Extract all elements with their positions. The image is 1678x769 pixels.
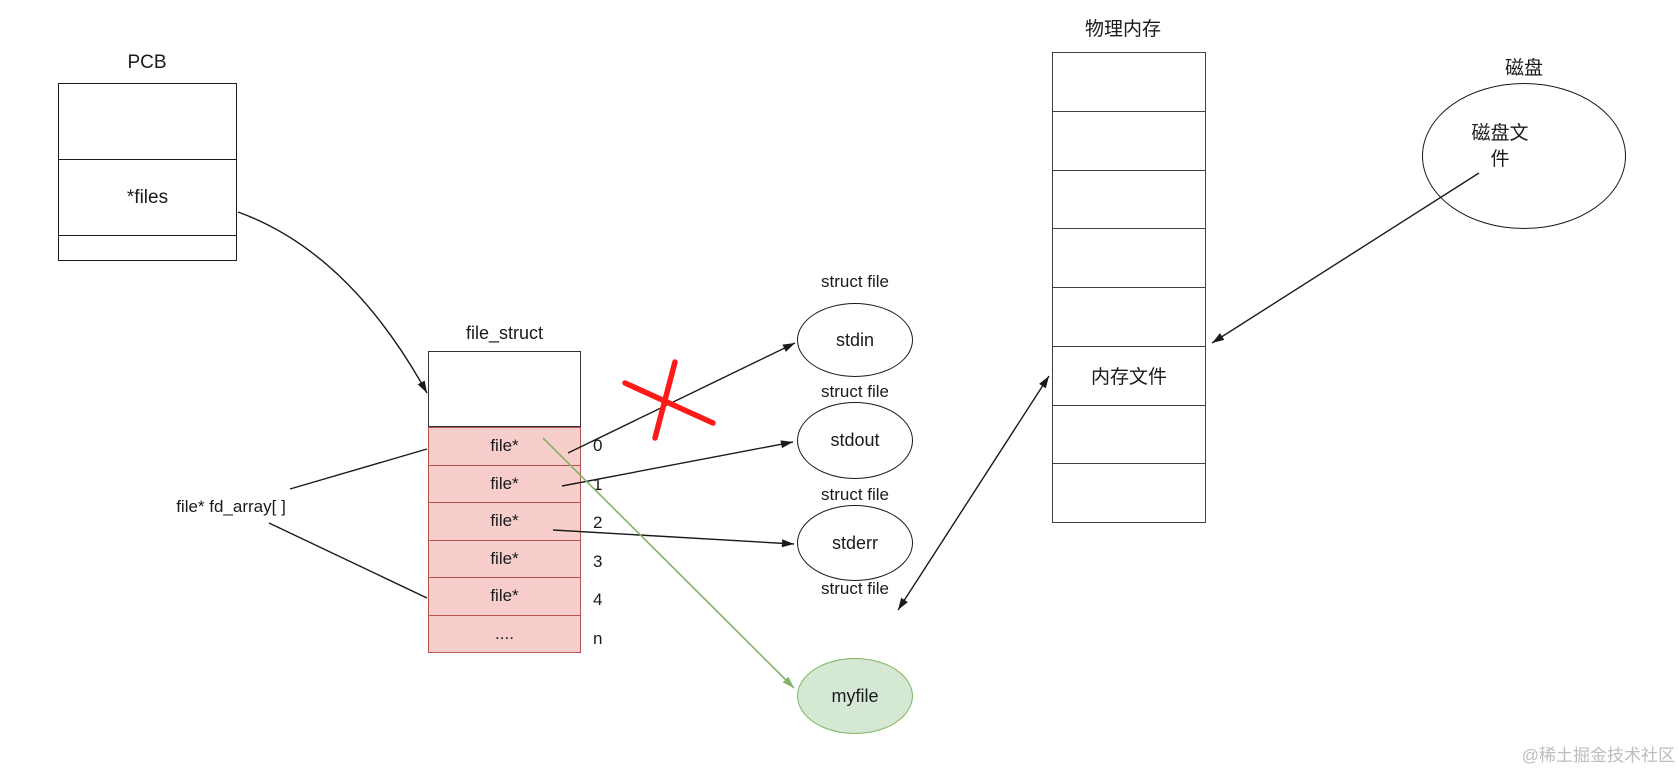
fd-index-4: 4	[593, 590, 603, 610]
struct-file-label-stderr: struct file	[820, 485, 890, 504]
stdin-node: stdin	[797, 303, 913, 377]
memory-frame-0	[1053, 53, 1205, 112]
memory-frame-4	[1053, 288, 1205, 347]
arrow-files-to-filestruct	[237, 211, 428, 394]
memory-frame-1	[1053, 112, 1205, 171]
fd-cell-0: file*	[428, 427, 581, 466]
memory-frame-3	[1053, 229, 1205, 288]
physical-memory-title: 物理内存	[1084, 19, 1161, 40]
file-struct-title: file_struct	[465, 323, 544, 343]
arrow-fd2-to-stderr	[552, 529, 795, 548]
disk-title: 磁盘	[1504, 58, 1543, 79]
fd-index-2: 2	[593, 513, 603, 533]
disk-file-label: 磁盘文件	[1471, 123, 1529, 170]
red-cross-mark	[622, 359, 716, 441]
fd-index-1: 1	[593, 474, 603, 494]
fd-array-table: file* file* file* file* file* ....	[428, 427, 581, 653]
line-fdarray-to-row4	[268, 522, 428, 599]
pcb-title: PCB	[127, 52, 167, 73]
pcb-bottom-row	[59, 236, 236, 259]
fd-index-column: 0 1 2 3 4 n	[593, 427, 633, 658]
stdout-node: stdout	[797, 402, 913, 479]
struct-file-label-stdin: struct file	[820, 272, 890, 291]
memory-frame-7	[1053, 464, 1205, 522]
fd-index-n: n	[593, 628, 603, 648]
memory-file-cell: 内存文件	[1053, 347, 1205, 406]
pcb-files-field: *files	[59, 160, 236, 236]
arrow-structfile-memoryfile-bidirectional	[897, 375, 1050, 611]
line-fdarray-to-row0	[289, 448, 428, 490]
fd-index-3: 3	[593, 551, 603, 571]
myfile-node: myfile	[797, 658, 913, 734]
fd-cell-2: file*	[428, 502, 581, 541]
fd-cell-n: ....	[428, 614, 581, 653]
fd-cell-1: file*	[428, 464, 581, 503]
fd-cell-3: file*	[428, 539, 581, 578]
arrow-diskfile-to-memoryfile	[1211, 172, 1480, 344]
pcb-box: *files	[58, 83, 237, 261]
fd-array-label: file* fd_array[ ]	[176, 497, 286, 516]
pcb-empty-row	[59, 84, 236, 160]
physical-memory-table: 内存文件	[1052, 52, 1206, 523]
fd-index-0: 0	[593, 436, 603, 456]
memory-frame-2	[1053, 171, 1205, 230]
memory-frame-6	[1053, 406, 1205, 465]
watermark: @稀土掘金技术社区	[1521, 746, 1675, 765]
fd-cell-4: file*	[428, 577, 581, 616]
struct-file-label-stdout: struct file	[820, 382, 890, 401]
file-struct-header-cell	[428, 351, 581, 427]
struct-file-label-extra: struct file	[820, 579, 890, 598]
stderr-node: stderr	[797, 505, 913, 581]
